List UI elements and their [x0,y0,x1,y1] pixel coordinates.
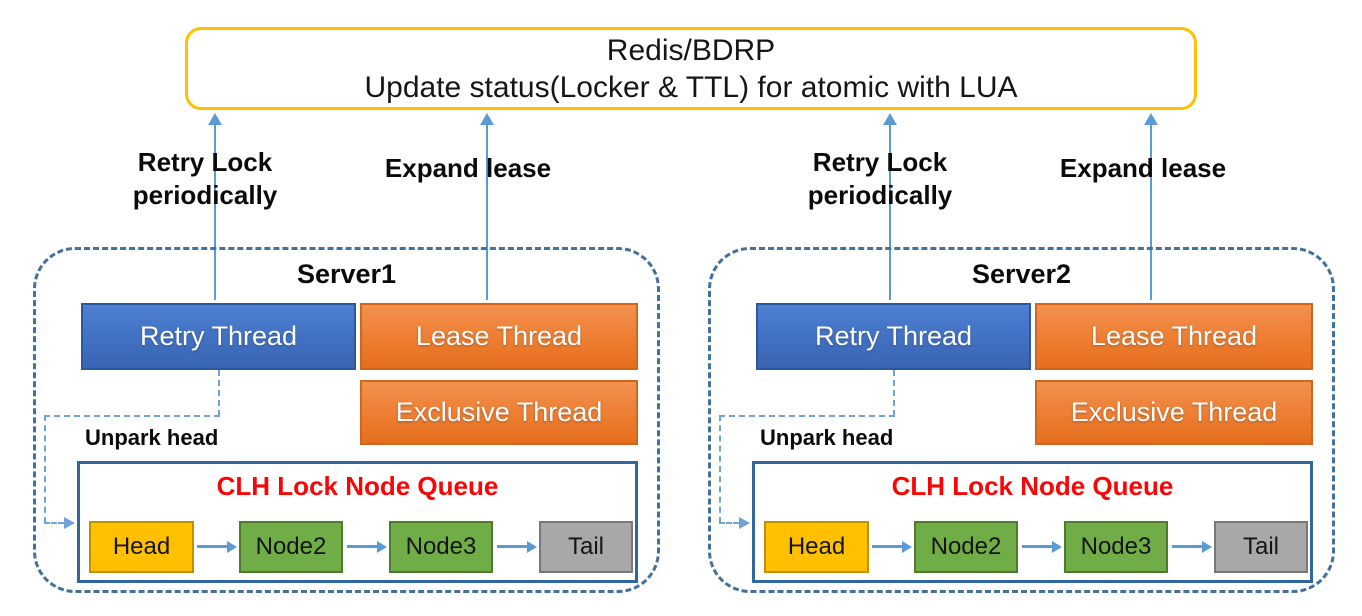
unpark-dashed-line [44,415,220,417]
arrow-up-icon [1144,113,1158,125]
queue-node-head: Head [764,521,869,573]
unpark-dashed-line [719,522,739,524]
retry-lock-label-line1: Retry Lock [812,147,948,177]
queue-node-3: Node3 [1064,521,1168,573]
queue-arrow-line [1172,545,1203,548]
unpark-dashed-line [44,415,46,523]
clh-queue-title: CLH Lock Node Queue [891,471,1174,501]
expand-lease-arrow-line [486,124,488,300]
arrow-right-icon [739,517,750,529]
arrow-right-icon [227,541,237,553]
queue-node-3: Node3 [389,521,493,573]
queue-node-tail: Tail [1214,521,1308,573]
unpark-head-label: Unpark head [85,425,219,450]
queue-arrow-line [1022,545,1053,548]
redis-title: Redis/BDRP [606,33,776,67]
retry-lock-label: Retry Lock periodically [770,146,990,212]
queue-arrow-line [497,545,528,548]
server-2-container: Server2 Retry Thread Lease Thread Exclus… [708,247,1335,593]
arrow-up-icon [883,113,897,125]
unpark-dashed-line [44,522,64,524]
queue-node-2: Node2 [914,521,1018,573]
server-1-title: Server1 [296,259,397,289]
lease-thread-box: Lease Thread [360,303,638,370]
arrow-right-icon [1202,541,1212,553]
server-1-container: Server1 Retry Thread Lease Thread Exclus… [33,247,660,593]
arrow-right-icon [377,541,387,553]
retry-lock-label-line2: periodically [132,180,278,210]
unpark-dashed-line [893,370,895,416]
clh-queue-title: CLH Lock Node Queue [216,471,499,501]
arrow-right-icon [1052,541,1062,553]
server-2-title: Server2 [971,259,1072,289]
exclusive-thread-box: Exclusive Thread [1035,380,1313,445]
queue-node-head: Head [89,521,194,573]
retry-lock-label-line2: periodically [807,180,953,210]
retry-lock-arrow-line [889,124,891,300]
queue-node-2: Node2 [239,521,343,573]
retry-lock-arrow-line [214,124,216,300]
unpark-dashed-line [218,370,220,416]
retry-lock-label: Retry Lock periodically [95,146,315,212]
lease-thread-box: Lease Thread [1035,303,1313,370]
clh-queue-container: CLH Lock Node Queue Head Node2 Node3 Tai… [752,461,1313,583]
arrow-right-icon [527,541,537,553]
queue-arrow-line [347,545,378,548]
retry-thread-box: Retry Thread [81,303,356,370]
arrow-right-icon [64,517,75,529]
redis-bdrp-box: Redis/BDRP Update status(Locker & TTL) f… [185,27,1197,110]
unpark-dashed-line [719,415,895,417]
arrow-right-icon [902,541,912,553]
expand-lease-label: Expand lease [1059,153,1227,183]
expand-lease-arrow-line [1150,124,1152,300]
queue-arrow-line [872,545,903,548]
clh-queue-container: CLH Lock Node Queue Head Node2 Node3 Tai… [77,461,638,583]
arrow-up-icon [208,113,222,125]
retry-thread-box: Retry Thread [756,303,1031,370]
expand-lease-label: Expand lease [384,153,552,183]
redis-subtitle: Update status(Locker & TTL) for atomic w… [364,70,1018,104]
unpark-dashed-line [719,415,721,523]
exclusive-thread-box: Exclusive Thread [360,380,638,445]
retry-lock-label-line1: Retry Lock [137,147,273,177]
queue-node-tail: Tail [539,521,633,573]
arrow-up-icon [480,113,494,125]
unpark-head-label: Unpark head [760,425,894,450]
queue-arrow-line [197,545,228,548]
